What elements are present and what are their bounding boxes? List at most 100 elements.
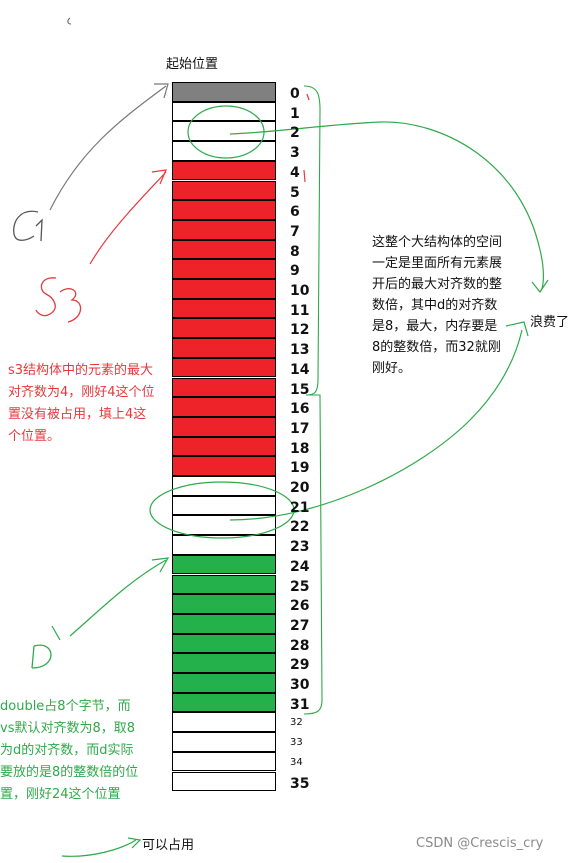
watermark: CSDN @Crescis_cry bbox=[416, 836, 544, 851]
green-arrow-can-use bbox=[61, 839, 137, 857]
memory-index-34: 34 bbox=[290, 756, 303, 768]
memory-cell-32 bbox=[172, 712, 276, 733]
memory-cell-17 bbox=[172, 416, 276, 437]
memory-index-29: 29 bbox=[290, 657, 310, 674]
double-alignment-note: double占8个字节，而vs默认对齐数为8，取8为d的对齐数，而d实际要放的是… bbox=[0, 699, 139, 802]
memory-cell-16 bbox=[172, 397, 276, 417]
memory-index-2: 2 bbox=[290, 125, 300, 142]
memory-index-10: 10 bbox=[290, 283, 310, 299]
memory-cell-28 bbox=[172, 633, 276, 654]
memory-index-22: 22 bbox=[290, 519, 310, 536]
waste-arrow-head bbox=[505, 321, 529, 337]
curve-arrow-head bbox=[531, 279, 549, 294]
s3-alignment-note: s3结构体中的元素的最大对齐数为4，刚好4这个位置没有被占用，填上4这个位置。 bbox=[8, 363, 155, 444]
memory-cell-3 bbox=[172, 141, 276, 161]
memory-index-1: 1 bbox=[290, 105, 300, 122]
memory-cell-30 bbox=[172, 673, 276, 693]
right-bracket bbox=[303, 85, 323, 715]
memory-index-27: 27 bbox=[290, 617, 310, 634]
memory-index-32: 32 bbox=[290, 717, 303, 729]
memory-cell-15 bbox=[172, 377, 276, 398]
memory-index-24: 24 bbox=[290, 558, 310, 575]
memory-index-31: 31 bbox=[290, 696, 310, 713]
memory-cell-11 bbox=[172, 298, 276, 319]
memory-index-14: 14 bbox=[290, 361, 310, 378]
memory-cell-1 bbox=[172, 101, 276, 122]
red-dash-3 bbox=[303, 169, 306, 183]
green-arrow-can-use-head bbox=[127, 837, 142, 849]
memory-index-28: 28 bbox=[290, 637, 310, 654]
memory-index-35: 35 bbox=[290, 775, 310, 792]
can-use-label: 可以占用 bbox=[142, 838, 195, 853]
memory-cell-4 bbox=[172, 160, 276, 181]
memory-cell-24 bbox=[172, 554, 276, 575]
start-position-label: 起始位置 bbox=[166, 57, 219, 72]
memory-index-13: 13 bbox=[290, 342, 310, 359]
memory-index-33: 33 bbox=[290, 737, 303, 749]
memory-cell-8 bbox=[172, 239, 276, 260]
memory-index-23: 23 bbox=[290, 539, 310, 556]
memory-cell-21 bbox=[172, 495, 276, 516]
memory-cell-13 bbox=[172, 338, 276, 358]
memory-cell-26 bbox=[172, 594, 276, 614]
memory-index-11: 11 bbox=[290, 302, 310, 319]
memory-cell-27 bbox=[172, 613, 276, 634]
memory-cell-5 bbox=[172, 180, 276, 201]
memory-cell-29 bbox=[172, 653, 276, 673]
handwritten-s3-s bbox=[35, 277, 57, 317]
oval-20-22 bbox=[149, 481, 295, 539]
memory-index-7: 7 bbox=[290, 223, 300, 240]
handwritten-d bbox=[31, 644, 52, 669]
memory-cell-23 bbox=[172, 535, 276, 555]
memory-cell-25 bbox=[172, 574, 276, 595]
handwritten-c1 bbox=[13, 210, 39, 241]
memory-cell-9 bbox=[172, 259, 276, 279]
red-dash-0 bbox=[306, 93, 310, 101]
memory-index-17: 17 bbox=[290, 420, 310, 437]
memory-index-0: 0 bbox=[290, 86, 300, 102]
curve-oval-to-right bbox=[229, 121, 544, 293]
memory-index-18: 18 bbox=[290, 440, 310, 457]
tiny-mark bbox=[67, 17, 72, 25]
memory-index-25: 25 bbox=[290, 578, 310, 595]
memory-cell-33 bbox=[172, 732, 276, 752]
memory-cell-34 bbox=[172, 751, 276, 772]
memory-index-30: 30 bbox=[290, 677, 310, 693]
memory-index-6: 6 bbox=[290, 204, 300, 221]
memory-cell-35 bbox=[172, 771, 276, 792]
memory-cell-22 bbox=[172, 515, 276, 536]
red-arrow-head bbox=[151, 169, 167, 185]
memory-cell-0 bbox=[172, 82, 276, 102]
red-arrow bbox=[89, 171, 167, 265]
gray-arrow-head bbox=[154, 83, 169, 99]
memory-index-9: 9 bbox=[290, 263, 300, 280]
memory-index-3: 3 bbox=[290, 145, 300, 162]
memory-cell-14 bbox=[172, 357, 276, 378]
memory-index-8: 8 bbox=[290, 243, 300, 260]
handwritten-c1-one bbox=[35, 218, 43, 242]
gray-arrow bbox=[49, 85, 167, 211]
handwritten-d-tick bbox=[51, 625, 61, 641]
memory-cell-31 bbox=[172, 692, 276, 713]
green-arrow-24 bbox=[69, 559, 167, 637]
struct-size-note: 这整个大结构体的空间一定是里面所有元素展开后的最大对齐数的整数倍，其中d的对齐数… bbox=[372, 235, 503, 376]
memory-index-5: 5 bbox=[290, 184, 300, 201]
memory-index-26: 26 bbox=[290, 598, 310, 615]
curve-to-waste bbox=[229, 329, 523, 521]
handwritten-s3-3 bbox=[59, 288, 82, 323]
memory-cell-10 bbox=[172, 279, 276, 299]
memory-index-21: 21 bbox=[290, 499, 310, 516]
memory-cell-18 bbox=[172, 436, 276, 457]
memory-cell-19 bbox=[172, 456, 276, 476]
memory-cell-6 bbox=[172, 200, 276, 220]
memory-index-12: 12 bbox=[290, 322, 310, 339]
memory-index-15: 15 bbox=[290, 381, 310, 398]
memory-cell-7 bbox=[172, 219, 276, 240]
memory-index-20: 20 bbox=[290, 480, 310, 496]
memory-index-16: 16 bbox=[290, 401, 310, 418]
memory-index-19: 19 bbox=[290, 460, 310, 477]
memory-cell-12 bbox=[172, 318, 276, 339]
green-arrow-24-head bbox=[151, 557, 170, 573]
waste-label: 浪费了 bbox=[530, 315, 570, 330]
